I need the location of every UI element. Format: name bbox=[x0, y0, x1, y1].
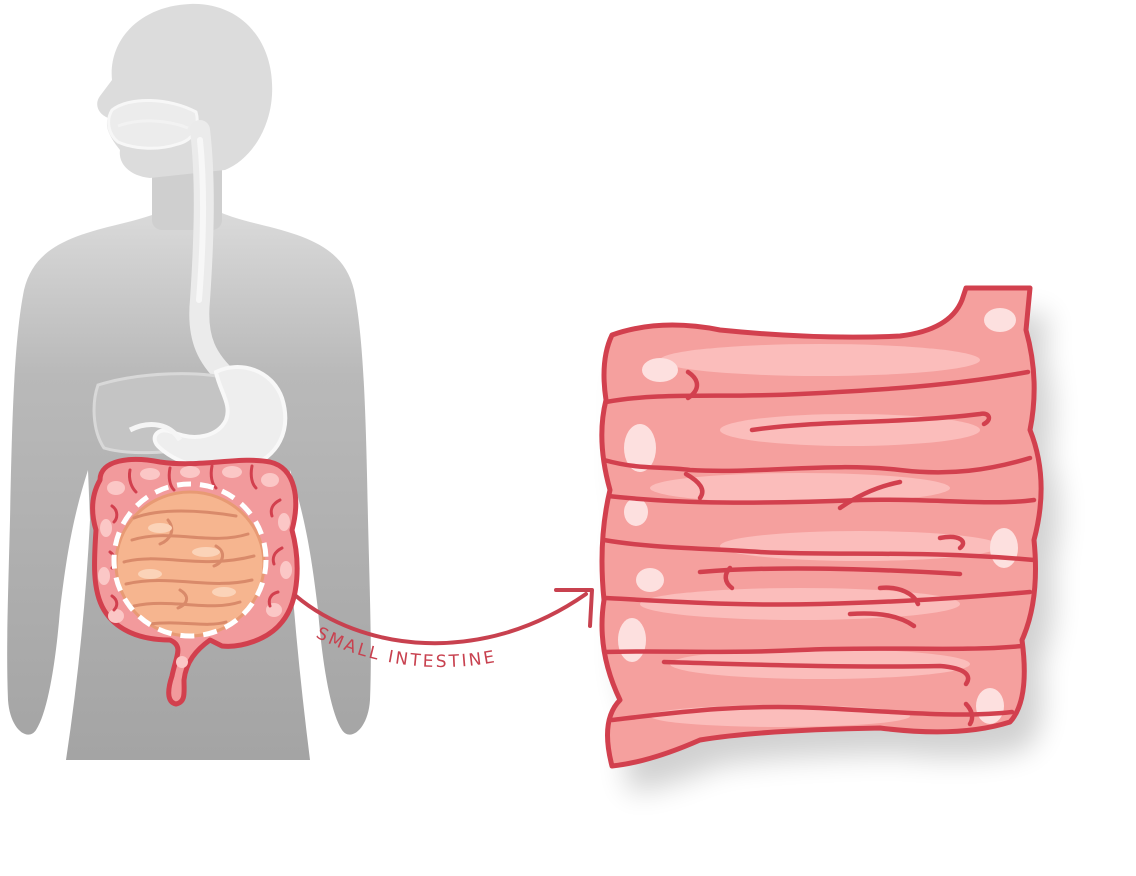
small-intestine-detail bbox=[599, 285, 1060, 792]
arrowhead-icon bbox=[554, 588, 594, 628]
small-intestine-icon bbox=[114, 490, 266, 638]
oral-cavity-icon bbox=[107, 99, 199, 150]
small-intestine-in-body bbox=[111, 481, 269, 639]
curved-arrow-icon bbox=[294, 592, 588, 646]
colon-highlights bbox=[98, 466, 292, 668]
human-silhouette bbox=[7, 3, 371, 760]
focus-circle bbox=[111, 481, 269, 639]
head-silhouette bbox=[97, 3, 273, 178]
stomach-icon bbox=[152, 365, 288, 472]
small-intestine-enlarged-icon bbox=[599, 285, 1044, 769]
fold-lines bbox=[601, 369, 1037, 727]
